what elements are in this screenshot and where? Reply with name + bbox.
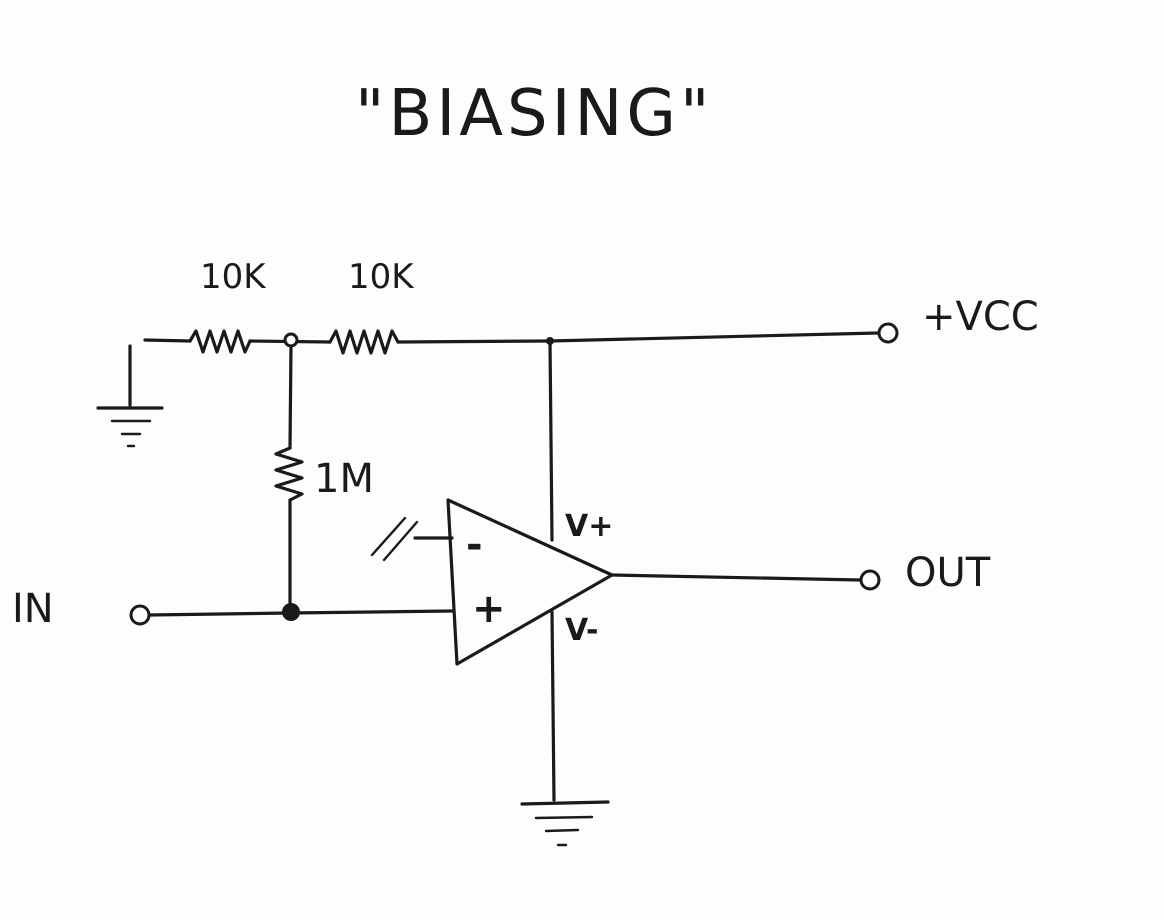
- opamp-inverting-sign: -: [466, 522, 483, 568]
- input-junction-node: [282, 603, 300, 621]
- resistor-1m-label: 1M: [314, 456, 374, 502]
- vcc-junction-node: [546, 337, 554, 345]
- v-plus-supply-wire: [548, 339, 554, 542]
- ground-icon: [96, 406, 164, 448]
- top-rail-right-wire: [396, 331, 880, 344]
- diagram-title: "BIASING": [355, 77, 713, 151]
- resistor-1m: [274, 446, 304, 502]
- top-rail-left-wire: [143, 338, 192, 343]
- vcc-label: +VCC: [922, 294, 1039, 340]
- ground-icon: [520, 800, 610, 847]
- divider-junction-node: [283, 332, 299, 348]
- vcc-terminal: [877, 322, 899, 344]
- inverting-input-unconnected-mark: [370, 516, 419, 562]
- opamp-v-minus-label: V-: [565, 613, 599, 648]
- resistor-10k-right-label: 10K: [348, 257, 415, 297]
- opamp-v-plus-label: V+: [565, 509, 613, 544]
- v-minus-supply-wire: [550, 610, 556, 802]
- opamp-triangle: [446, 498, 614, 666]
- input-wire: [147, 609, 454, 617]
- output-label: OUT: [905, 550, 991, 596]
- output-wire: [610, 573, 862, 582]
- output-terminal: [859, 569, 881, 591]
- input-terminal: [129, 604, 151, 626]
- resistor-10k-right: [328, 329, 400, 355]
- bias-wire-upper: [288, 344, 293, 450]
- opamp-noninverting-sign: +: [472, 586, 506, 632]
- resistor-10k-left: [188, 329, 252, 354]
- input-label: IN: [12, 586, 54, 632]
- resistor-10k-left-label: 10K: [200, 257, 267, 297]
